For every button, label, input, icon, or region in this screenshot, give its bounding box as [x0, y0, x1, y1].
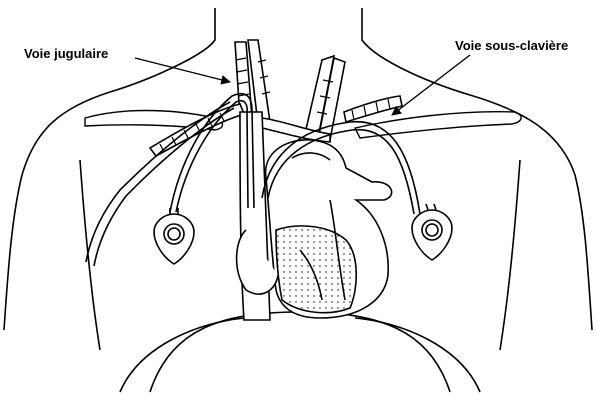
subclavian-route-label: Voie sous-clavière	[455, 38, 568, 53]
subclavian-arrow	[392, 55, 470, 115]
jugular-route-label: Voie jugulaire	[24, 46, 108, 61]
ribcage-arc	[120, 312, 480, 392]
port-left	[154, 208, 194, 264]
port-right	[412, 204, 452, 260]
